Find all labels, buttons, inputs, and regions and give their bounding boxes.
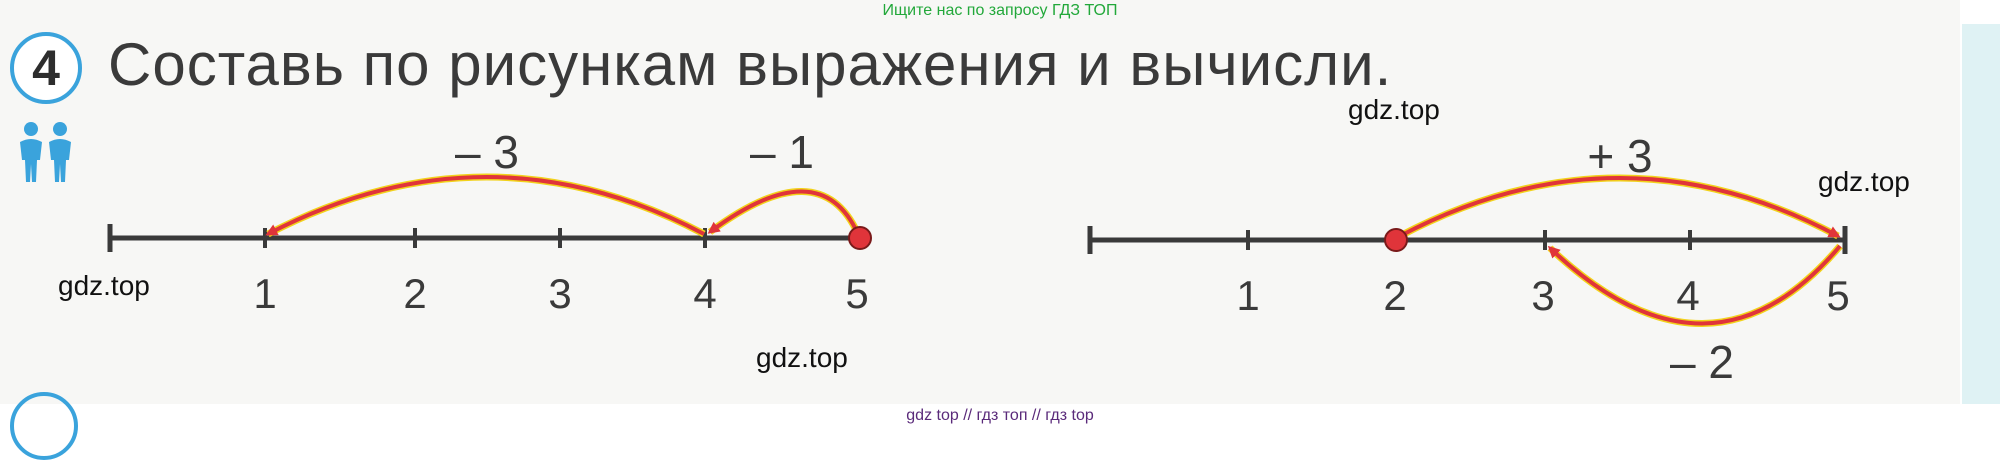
tick-label-4: 4: [1676, 272, 1699, 319]
pair-work-icon: [20, 122, 71, 182]
task-title: Составь по рисункам выражения и вычисли.: [108, 31, 1393, 98]
jump-label-minus-2: – 2: [1670, 336, 1734, 388]
task-number: 4: [32, 40, 60, 96]
tick-label-2: 2: [1383, 272, 1406, 319]
jump-label-minus-1: – 1: [750, 126, 814, 178]
watermark: gdz.top: [58, 270, 150, 301]
tick-label-3: 3: [548, 270, 571, 317]
tick-label-4: 4: [693, 270, 716, 317]
tick-label-1: 1: [1236, 272, 1259, 319]
watermark: gdz.top: [1348, 94, 1440, 125]
tick-label-1: 1: [253, 270, 276, 317]
jump-label-minus-3: – 3: [455, 126, 519, 178]
number-line-2: 1 2 3 4 5 + 3 – 2: [1087, 130, 1850, 388]
watermark: gdz.top: [1818, 166, 1910, 197]
tick-label-5: 5: [845, 270, 868, 317]
start-point: [848, 226, 872, 250]
next-task-badge: [10, 392, 78, 460]
start-point: [1384, 228, 1408, 252]
footer-links[interactable]: gdz top // гдз топ // гдз top: [906, 407, 1094, 424]
textbook-page: [0, 0, 1960, 404]
search-banner[interactable]: Ищите нас по запросу ГДЗ ТОП: [882, 2, 1118, 19]
jump-label-plus-3: + 3: [1587, 130, 1652, 182]
tick-label-5: 5: [1826, 272, 1849, 319]
tick-label-3: 3: [1531, 272, 1554, 319]
watermark: gdz.top: [756, 342, 848, 373]
page-edge-strip: [1962, 24, 2000, 404]
tick-label-2: 2: [403, 270, 426, 317]
task-number-badge: 4: [10, 32, 82, 104]
number-line-1: 1 2 3 4 5 – 3 – 1: [107, 126, 872, 317]
